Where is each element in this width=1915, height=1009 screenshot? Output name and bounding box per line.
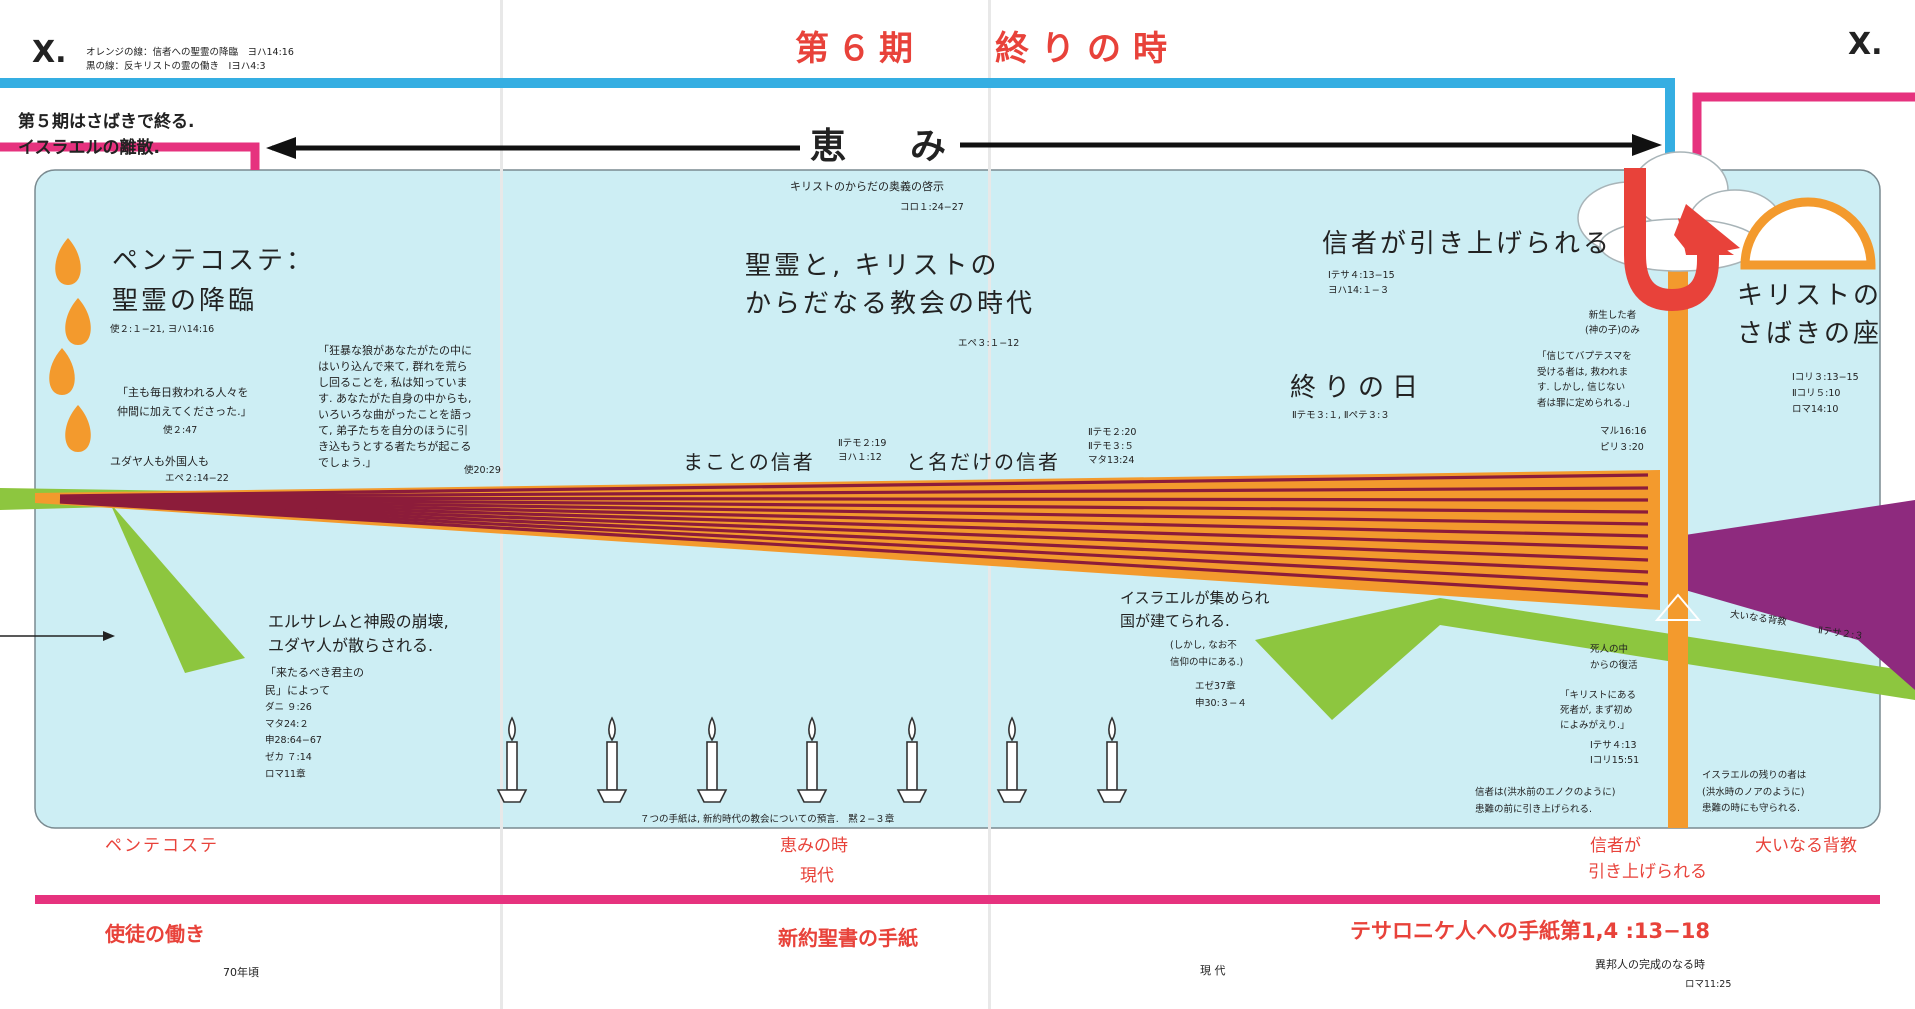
baptism-ref: マル16:16 ピリ３:20 xyxy=(1600,426,1647,453)
period5-line2: イスラエルの離散. xyxy=(18,138,160,158)
green-israel-gathered xyxy=(1255,598,1915,720)
church-line1: 聖霊と, キリストの xyxy=(745,251,1000,281)
footer-gentiles: 異邦人の完成のなる時 xyxy=(1595,958,1705,971)
jerusalem-refs: ダニ ９:26 マタ24:２ 申28:64−67 ゼカ ７:14 ロマ11章 xyxy=(265,702,322,780)
pink-period5-bracket xyxy=(0,142,260,170)
lampstand-icons xyxy=(496,716,1128,803)
footer-apostles: 使徒の働き xyxy=(105,922,205,946)
pentecost-quote-ref: 使２:47 xyxy=(163,425,198,436)
corner-label-right: X. xyxy=(1848,27,1883,62)
last-days-title: 終りの日 xyxy=(1290,373,1427,403)
israel-gathered-note: (しかし, なお不 信仰の中にある.) xyxy=(1170,640,1244,668)
orange-rising-column xyxy=(1668,240,1688,828)
footer-thessalonians: テサロニケ人への手紙第1,4 :13−18 xyxy=(1350,919,1710,943)
timeline-rapture1: 信者が xyxy=(1590,836,1641,856)
legend-black: 黒の線：反キリストの霊の働き Ⅰヨハ4:3 xyxy=(86,61,266,72)
period-heading: 第６期 xyxy=(795,29,921,69)
footer-gentiles-ref: ロマ11:25 xyxy=(1685,979,1732,990)
pentecost-title: ペンテコステ： xyxy=(112,246,316,276)
jerusalem-line1: エルサレムと神殿の崩壊, xyxy=(268,612,449,631)
footer-year: 70年頃 xyxy=(223,966,259,979)
red-rapture-arrow xyxy=(1624,168,1719,312)
mystery-ref: コロ１:24−27 xyxy=(900,202,964,213)
pink-judgment-bracket xyxy=(1692,92,1915,170)
jews-gentiles: ユダヤ人も外国人も xyxy=(110,455,209,468)
church-ref: エペ３:１−12 xyxy=(958,338,1020,349)
pentecost-subtitle: 聖霊の降臨 xyxy=(112,286,258,316)
resurrection-refs: Ⅰテサ４:13 Ⅰコリ15:51 xyxy=(1590,740,1640,767)
end-times-heading: 終りの時 xyxy=(995,29,1179,69)
legend-orange: オレンジの線：信者への聖霊の降臨 ヨハ14:16 xyxy=(86,47,294,58)
resurrection-title: 死人の中 からの復活 xyxy=(1590,644,1638,672)
rapture-ref: Ⅰテサ４:13−15 ヨハ14:１−３ xyxy=(1328,270,1395,297)
pentecost-ref: 使２:１−21, ヨハ14:16 xyxy=(110,324,215,335)
last-days-ref: Ⅱテモ３:１, Ⅱペテ３:３ xyxy=(1292,410,1390,421)
jerusalem-quote: 「来たるべき君主の 民」によって xyxy=(265,666,364,697)
nominal-believers-label: と名だけの信者 xyxy=(906,450,1060,474)
blue-grace-bar xyxy=(0,78,1675,170)
corner-label-left: X. xyxy=(32,35,67,70)
israel-gathered-line2: 国が建てられる. xyxy=(1120,612,1230,630)
wolves-ref: 使20:29 xyxy=(464,465,501,476)
wolves-quote: 「狂暴な狼があなたがたの中に はいり込んで来て, 群れを荒ら し回ることを, 私… xyxy=(318,344,472,469)
pentecost-quote: 「主も毎日救われる人々を 仲間に加えてくださった.」 xyxy=(117,386,252,418)
born-again-text: 新生した者 (神の子)のみ xyxy=(1585,310,1640,337)
footer-present: 現 代 xyxy=(1200,964,1226,977)
judgment-ref: Ⅰコリ３:13−15 Ⅱコリ５:10 ロマ14:10 xyxy=(1792,372,1859,416)
timeline-pentecost: ペンテコステ xyxy=(105,836,219,856)
purple-apostasy-band xyxy=(1685,500,1915,690)
period5-line1: 第５期はさばきで終る. xyxy=(18,112,195,132)
mystery-text: キリストのからだの奥義の啓示 xyxy=(790,180,944,193)
timeline-rapture2: 引き上げられる xyxy=(1588,862,1707,882)
green-jerusalem-fall xyxy=(110,503,245,673)
israel-gathered-line1: イスラエルが集められ xyxy=(1120,589,1270,607)
timeline-present: 現代 xyxy=(800,866,834,886)
jerusalem-line2: ユダヤ人が散らされる. xyxy=(268,636,434,655)
rapture-title: 信者が引き上げられる xyxy=(1322,229,1613,259)
noah-text: イスラエルの残りの者は (洪水時のノアのように) 患難の時にも守られる. xyxy=(1702,770,1807,815)
true-believers-label: まことの信者 xyxy=(683,450,815,474)
timeline-grace: 恵みの時 xyxy=(780,836,848,856)
pink-timeline xyxy=(35,895,1880,904)
enoch-text: 信者は(洪水前のエノクのように) 患難の前に引き上げられる. xyxy=(1475,787,1616,815)
judgment-seat-dome xyxy=(1740,197,1876,270)
church-lines xyxy=(35,470,1660,610)
true-believers-ref: Ⅱテモ２:19 ヨハ１:12 xyxy=(838,438,887,464)
timeline-apostasy: 大いなる背教 xyxy=(1755,836,1857,856)
baptism-quote: 「信じてバプテスマを 受ける者は, 救われま す. しかし, 信じない 者は罪に… xyxy=(1537,351,1636,410)
judgment-title1: キリストの xyxy=(1737,281,1883,311)
israel-gathered-refs: エゼ37章 申30:３−４ xyxy=(1195,681,1247,709)
church-line2: からだなる教会の時代 xyxy=(745,289,1036,319)
jews-gentiles-ref: エペ２:14−22 xyxy=(165,473,229,484)
grace-label: 恵 み xyxy=(810,126,961,167)
judgment-title2: さばきの座 xyxy=(1737,319,1883,349)
resurrection-quote: 「キリストにある 死者が, まず初め によみがえり.」 xyxy=(1560,690,1637,732)
footer-epistles: 新約聖書の手紙 xyxy=(778,926,918,950)
flame-icons xyxy=(49,238,91,452)
lampstands-caption: ７つの手紙は, 新約時代の教会についての預言. 黙２−３章 xyxy=(640,814,895,825)
nominal-believers-ref: Ⅱテモ２:20 Ⅱテモ３:５ マタ13:24 xyxy=(1088,427,1137,466)
